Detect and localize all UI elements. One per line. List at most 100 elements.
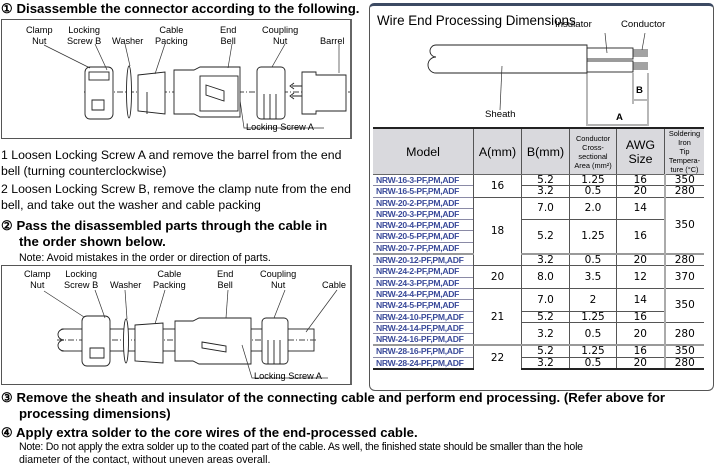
label-text: Bell — [220, 36, 236, 46]
label-locking-screw-b: Locking Screw B — [67, 25, 101, 47]
cell-area: 0.5 — [569, 321, 617, 346]
cell-temp: 280 — [663, 321, 704, 346]
cell-area: 2.0 — [569, 196, 617, 220]
wire-end-illustration — [427, 32, 649, 126]
header-awg-line: Size — [628, 151, 653, 166]
label-end-bell: End Bell — [220, 25, 236, 47]
header-area-line: Area (mm²) — [574, 160, 612, 170]
label-end-bell: End Bell — [217, 269, 233, 291]
label-clamp-nut: Clamp Nut — [24, 269, 51, 291]
cell-b: 3.2 — [521, 253, 570, 266]
cell-model: NRW-20-3-PF,PM,ADF — [373, 207, 474, 220]
label-cable-packing: Cable Packing — [153, 269, 186, 291]
step1-instruction-2: 2 Loosen Locking Screw B, remove the cla… — [1, 182, 351, 212]
wire-end-panel: Wire End Processing Dimensions — [369, 3, 714, 391]
cell-temp: 280 — [663, 356, 704, 371]
cell-awg: 12 — [616, 265, 665, 289]
cell-model: NRW-20-2-PF,PM,ADF — [373, 196, 474, 209]
table-row: NRW-20-7-PF,PM,ADF — [373, 241, 704, 255]
table-row: NRW-20-2-PF,PM,ADF 18 7.0 2.0 14 350 — [373, 196, 704, 266]
label-conductor: Conductor — [621, 19, 666, 30]
cell-model: NRW-20-4-PF,PM,ADF — [373, 219, 474, 231]
cell-a: 18 — [473, 196, 522, 266]
table-row: NRW-20-3-PF,PM,ADF — [373, 207, 704, 220]
cell-awg: 20 — [616, 356, 665, 371]
step4-note-line1: Note: Do not apply the extra solder up t… — [19, 441, 583, 453]
step3-title-line2: processing dimensions) — [19, 406, 171, 421]
label-text: Locking — [65, 269, 97, 279]
barrel-shape — [301, 71, 347, 115]
cell-model: NRW-28-24-PF,PM,ADF — [373, 356, 474, 371]
cell-b: 7.0 — [521, 287, 570, 312]
step4-marker: ④ — [1, 425, 13, 440]
header-temp-line: ture (°C) — [670, 165, 699, 174]
label-text: Nut — [32, 36, 47, 46]
header-area-line: Conductor — [575, 133, 611, 143]
cell-awg: 14 — [616, 287, 665, 312]
cell-model: NRW-24-2-PF,PM,ADF — [373, 265, 474, 278]
coupling-nut-shape — [256, 66, 286, 120]
cell-b: 7.0 — [521, 196, 570, 220]
table-row: NRW-16-5-PF,PM,ADF 3.2 0.5 20 280 — [373, 185, 704, 198]
cell-a: 16 — [473, 174, 522, 198]
wire-spec-table: Model A(mm) B(mm) Conductor Cross-sectio… — [373, 127, 704, 371]
label-sheath: Sheath — [485, 109, 516, 120]
cell-model: NRW-16-3-PF,PM,ADF — [373, 173, 474, 186]
table-row: NRW-24-2-PF,PM,ADF 20 8.0 3.5 12 370 — [373, 265, 704, 289]
cable-packing-shape — [137, 71, 166, 115]
label-locking-screw-b: Locking Screw B — [64, 269, 98, 291]
step2-heading: ② Pass the disassembled parts through th… — [1, 218, 327, 250]
label-text: Nut — [270, 280, 286, 290]
cell-awg: 16 — [616, 219, 665, 255]
label-text: Packing — [155, 36, 188, 46]
end-bell-shape — [174, 317, 252, 365]
washer-shape — [123, 318, 129, 364]
conductor-shape — [633, 49, 648, 70]
table-row: NRW-24-14-PF,PM,ADF 3.2 0.5 20 280 — [373, 321, 704, 346]
header-b: B(mm) — [521, 127, 570, 175]
label-text: Coupling — [262, 25, 299, 35]
table-row: NRW-16-3-PF,PM,ADF 16 5.2 1.25 16 350 — [373, 173, 704, 198]
label-text: Packing — [153, 280, 186, 290]
label-text: Screw B — [67, 36, 102, 46]
table-row: NRW-24-4-PF,PM,ADF 21 7.0 2 14 350 — [373, 287, 704, 346]
label-locking-screw-a: Locking Screw A — [254, 371, 322, 381]
step4-note-line2: diameter of the contact, without uneven … — [19, 454, 271, 466]
disassembly-diagram: Clamp Nut Locking Screw B Washer Cable P… — [1, 19, 352, 139]
cell-model: NRW-16-5-PF,PM,ADF — [373, 185, 474, 198]
cell-temp: 350 — [663, 196, 704, 255]
cell-awg: 20 — [616, 253, 665, 266]
cell-awg: 16 — [616, 173, 665, 186]
label-text: Clamp — [24, 269, 51, 279]
label-cable-packing: Cable Packing — [155, 25, 188, 47]
cell-b: 5.2 — [521, 173, 570, 186]
label-text: Cable — [159, 25, 184, 35]
table-row: NRW-24-5-PF,PM,ADF — [373, 299, 704, 312]
cell-model: NRW-24-14-PF,PM,ADF — [373, 321, 474, 334]
label-text: Nut — [272, 36, 288, 46]
cell-area: 0.5 — [569, 356, 617, 371]
cell-area: 3.5 — [569, 265, 617, 289]
label-text: Clamp — [26, 25, 53, 35]
step2-title-line1: Pass the disassembled parts through the … — [16, 218, 328, 233]
label-text: Cable — [157, 269, 182, 279]
cell-b: 3.2 — [521, 356, 570, 371]
table-row: NRW-24-16-PF,PM,ADF — [373, 333, 704, 346]
label-clamp-nut: Clamp Nut — [26, 25, 53, 47]
step2-note: Note: Avoid mistakes in the order or dir… — [19, 252, 271, 264]
cell-model: NRW-28-16-PF,PM,ADF — [373, 344, 474, 358]
label-barrel: Barrel — [320, 36, 345, 46]
header-a: A(mm) — [473, 127, 522, 175]
assembly-illustration — [43, 289, 338, 379]
header-model: Model — [373, 127, 474, 175]
washer-shape — [126, 65, 132, 119]
assembly-order-diagram: Clamp Nut Locking Screw B Washer Cable P… — [1, 265, 352, 385]
label-text: Bell — [217, 280, 233, 290]
label-text: Coupling — [260, 269, 297, 279]
cell-temp: 350 — [663, 287, 704, 323]
step4-heading: ④ Apply extra solder to the core wires o… — [1, 425, 418, 441]
cell-a: 20 — [473, 265, 522, 289]
dimension-b-label: B — [636, 85, 643, 96]
label-coupling-nut: Coupling Nut — [262, 25, 298, 47]
cell-awg: 16 — [616, 344, 665, 358]
